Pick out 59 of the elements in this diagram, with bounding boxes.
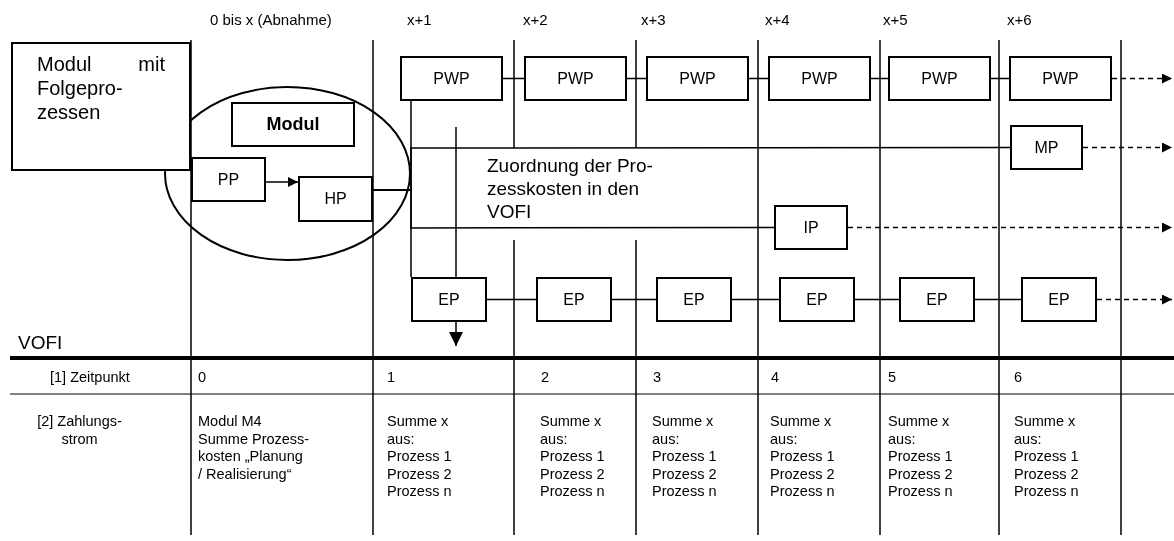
table-cell-text: 2 [541, 369, 551, 387]
table-cell-text: 6 [1014, 369, 1024, 387]
process-box: HP [298, 176, 373, 222]
connector-line [1096, 294, 1173, 305]
process-box: EP [779, 277, 855, 322]
table-cell-text: 5 [888, 369, 898, 387]
row-heading: [2] Zahlungs- strom [36, 413, 123, 448]
connector-line [990, 77, 1010, 80]
column-heading: 0 bis x (Abnahme) [210, 10, 333, 30]
connector-line [974, 298, 1022, 301]
connector-line [1111, 73, 1173, 84]
process-box: IP [774, 205, 848, 250]
column-heading: x+1 [407, 10, 433, 30]
connector-line [265, 177, 299, 187]
column-heading: x+5 [883, 10, 909, 30]
process-box: EP [536, 277, 612, 322]
process-box: Modul [231, 102, 355, 147]
process-box: EP [899, 277, 975, 322]
connector-line [854, 298, 900, 301]
process-box: PWP [524, 56, 627, 101]
process-box: MP [1010, 125, 1083, 170]
process-box: EP [656, 277, 732, 322]
process-box: EP [1021, 277, 1097, 322]
column-heading: x+4 [765, 10, 791, 30]
connector-line [502, 77, 525, 80]
table-cell-text: Summe x aus: Prozess 1 Prozess 2 Prozess n [770, 413, 836, 501]
table-cell-text: Summe x aus: Prozess 1 Prozess 2 Prozess n [387, 413, 453, 501]
process-box: PP [191, 157, 266, 202]
column-heading: x+2 [523, 10, 549, 30]
process-box: PWP [1009, 56, 1112, 101]
process-box: PWP [400, 56, 503, 101]
table-cell-text: Summe x aus: Prozess 1 Prozess 2 Prozess n [1014, 413, 1080, 501]
table-cell-text: Summe x aus: Prozess 1 Prozess 2 Prozess n [888, 413, 954, 501]
connector-line [626, 77, 647, 80]
connector-line [372, 189, 412, 278]
process-box: PWP [888, 56, 991, 101]
annotation-text: Zuordnung der Pro- zesskosten in den VOFI [487, 154, 654, 223]
table-cell-text: 0 [198, 369, 208, 387]
connector-line [870, 77, 889, 80]
table-cell-text: Summe x aus: Prozess 1 Prozess 2 Prozess n [652, 413, 718, 501]
column-heading: x+6 [1007, 10, 1033, 30]
process-box: EP [411, 277, 487, 322]
table-cell-text: Summe x aus: Prozess 1 Prozess 2 Prozess n [540, 413, 606, 501]
process-box: Modul mit Folgepro- zessen [11, 42, 191, 171]
table-cell: Modul M4 Summe Prozess- kosten „Planung / Realisierung“ [198, 413, 310, 483]
table-cell-text: 3 [653, 369, 663, 387]
process-box: PWP [768, 56, 871, 101]
connector-line [486, 298, 537, 301]
row-heading: [1] Zeitpunkt [50, 369, 131, 387]
table-cell-text: 4 [771, 369, 781, 387]
connector-line [847, 222, 1173, 233]
connector-line [611, 298, 657, 301]
section-label: VOFI [18, 333, 64, 353]
column-heading: x+3 [641, 10, 667, 30]
process-box: PWP [646, 56, 749, 101]
connector-line [731, 298, 780, 301]
table-cell-text: 1 [387, 369, 397, 387]
connector-line [748, 77, 769, 80]
connector-line [1082, 142, 1173, 153]
